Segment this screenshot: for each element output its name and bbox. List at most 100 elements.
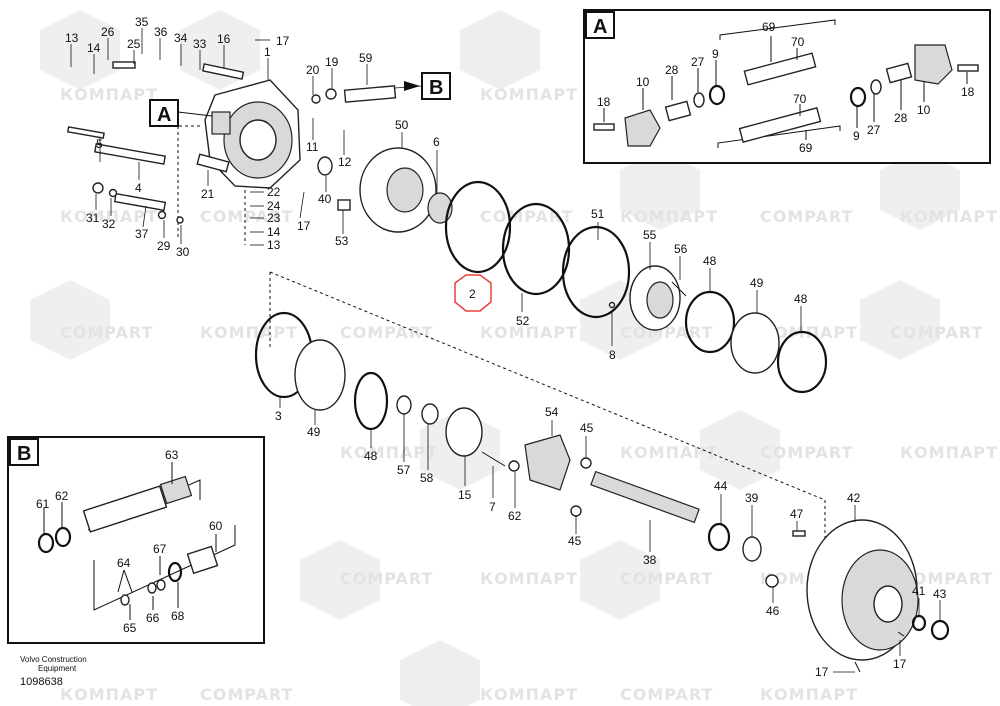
part-label: 42: [847, 491, 861, 505]
valve-59: [343, 85, 397, 103]
part-label: 7: [489, 500, 496, 514]
part-label: 17: [893, 657, 907, 671]
part-label: 51: [591, 207, 605, 221]
watermark-text: КОМПАРТ: [480, 85, 578, 104]
cylinder-block-face: [646, 281, 674, 319]
inset-a-title: A: [593, 16, 607, 38]
pin-56: [671, 281, 687, 297]
swash-plate-15: [445, 407, 483, 457]
inset-a-label: 28: [665, 63, 679, 77]
ball-31: [92, 182, 104, 194]
carrier-54: [524, 434, 571, 491]
friction-plate-48b: [776, 330, 828, 394]
part-label: 41: [912, 584, 926, 598]
highlight-hex-2[interactable]: [454, 274, 492, 312]
plug-20: [311, 94, 321, 104]
brake-housing-bore: [386, 167, 424, 213]
part-label: 15: [458, 488, 472, 502]
spring-28-left: [664, 100, 692, 122]
watermark-text: КОМПАРТ: [480, 569, 578, 588]
inset-b-label: 66: [146, 611, 160, 625]
bolt-21: [196, 153, 230, 173]
watermark-text: КОМПАРТ: [480, 323, 578, 342]
part-label: 40: [318, 192, 332, 206]
part-label: 57: [397, 463, 411, 477]
part-label: 34: [174, 31, 188, 45]
main-part-labels: 13 14 26 25 35 36 34 33 16 17 1 20 19 59…: [65, 15, 947, 679]
separator-plate-49b: [294, 339, 346, 411]
inset-b-label: 60: [209, 519, 223, 533]
inset-a-label: 69: [762, 20, 776, 34]
watermark-text: КОМПАРТ: [340, 443, 438, 462]
part-label: 58: [420, 471, 434, 485]
watermark-text: COMPART: [200, 207, 293, 226]
watermark-text: КОМПАРТ: [900, 207, 998, 226]
part-label: 24: [267, 199, 281, 213]
part-label: 21: [201, 187, 215, 201]
housing-port: [211, 111, 231, 135]
valve-rod-4: [94, 143, 166, 165]
watermark-text: КОМПАРТ: [620, 443, 718, 462]
part-label: 35: [135, 15, 149, 29]
pin-26: [112, 61, 136, 69]
part-label: 11: [306, 140, 319, 154]
inset-a: A 69 70 9 27 28 10 18 10: [583, 9, 991, 164]
watermark-text: КОМПАРТ: [900, 443, 998, 462]
watermark-text: COMPART: [620, 685, 713, 704]
part-label: 37: [135, 227, 149, 241]
ring-68: [156, 579, 166, 591]
part-label: 33: [193, 37, 207, 51]
inset-a-label: 18: [961, 85, 975, 99]
footer: Volvo Construction Equipment 1098638: [20, 655, 87, 688]
watermark-text: COMPART: [340, 569, 433, 588]
brake-ring-group: [254, 147, 828, 517]
part-label: 55: [643, 228, 657, 242]
part-label: 13: [267, 238, 281, 252]
part-label: 16: [217, 32, 231, 46]
cap-10-right: [914, 44, 953, 85]
part-label: 54: [545, 405, 559, 419]
watermark-text: COMPART: [340, 323, 433, 342]
o-ring-67: [167, 561, 183, 583]
watermark-text: COMPART: [480, 207, 573, 226]
part-label: 26: [101, 25, 115, 39]
part-label: 31: [86, 211, 100, 225]
watermark-text: КОМПАРТ: [60, 207, 158, 226]
part-label: 36: [154, 25, 168, 39]
part-label: 59: [359, 51, 373, 65]
part-label: 20: [306, 63, 320, 77]
part-label: 56: [674, 242, 688, 256]
pin-5: [66, 126, 105, 139]
inset-a-label: 10: [917, 103, 931, 117]
callout-b[interactable]: B: [404, 72, 451, 100]
inset-a-label: 10: [636, 75, 650, 89]
part-label: 14: [267, 225, 281, 239]
part-label: 48: [794, 292, 808, 306]
ring-66: [147, 582, 157, 594]
inset-a-label: 18: [597, 95, 611, 109]
part-label: 49: [750, 276, 764, 290]
bearing-39: [742, 536, 762, 562]
footer-line1: Volvo Construction: [20, 655, 87, 664]
seal-19: [325, 88, 337, 100]
part-label: 4: [135, 181, 142, 195]
pin-47: [792, 530, 806, 537]
bolt-18-left: [593, 123, 615, 131]
part-label: 46: [766, 604, 780, 618]
callout-b-label: B: [429, 77, 443, 99]
spring-63: [159, 475, 193, 505]
part-label: 8: [609, 348, 616, 362]
inset-b-label: 62: [55, 489, 69, 503]
spool-70-top: [743, 52, 817, 86]
plug-17a: [897, 631, 905, 637]
separator-plate-49a: [730, 312, 780, 374]
inset-b-label: 63: [165, 448, 179, 462]
inset-b-label: 64: [117, 556, 131, 570]
part-label: 17: [276, 34, 290, 48]
callout-a[interactable]: A: [149, 99, 213, 127]
part-label: 2: [469, 287, 476, 301]
inset-b-label: 61: [36, 497, 50, 511]
o-ring-2: [444, 180, 512, 274]
pin-46: [765, 574, 779, 588]
bolt-45b: [570, 505, 582, 517]
